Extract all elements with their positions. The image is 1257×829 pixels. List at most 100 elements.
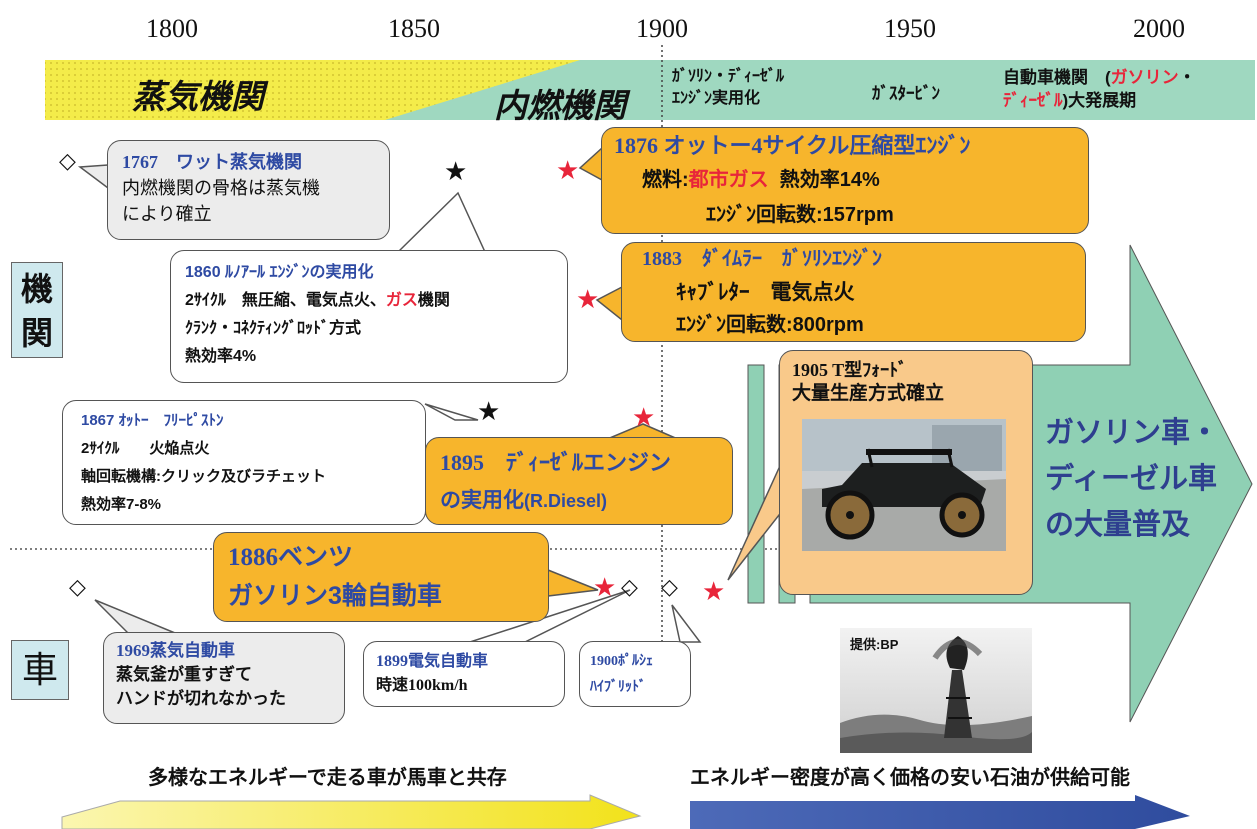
lenoir-callout-tail: [396, 191, 487, 253]
engine-side-label-2: 関: [20, 315, 53, 351]
benz-line2: ガソリン3輪自動車: [228, 582, 442, 610]
watt-callout-tail: [77, 164, 109, 190]
watt-line3: により確立: [122, 204, 212, 224]
ford-callout: 1905 T型ﾌｫｰﾄﾞ 大量生産方式確立: [779, 350, 1033, 595]
right-bottom-arrow: [690, 795, 1190, 829]
mass-adoption-line3: の大量普及: [1045, 509, 1191, 541]
diesel-line1: 1895 ﾃﾞｨｰｾﾞﾙエンジン: [440, 450, 672, 475]
banner-era-practical-l2: ｴﾝｼﾞﾝ実用化: [672, 90, 761, 107]
bottom-left-caption: 多様なエネルギーで走る車が馬車と共存: [148, 767, 507, 789]
banner-ice-label: 内燃機関: [494, 87, 626, 124]
steamcar-line3: ハンドが切れなかった: [116, 689, 286, 708]
year-label-2000: 2000: [1133, 14, 1185, 43]
benz-star-marker: ★: [593, 572, 617, 602]
otto1876-line2a: 燃料:: [642, 169, 689, 191]
banner-era-gasturbine: ｶﾞｽﾀｰﾋﾞﾝ: [872, 84, 940, 103]
otto1867-line2: 2ｻｲｸﾙ 火焔点火: [81, 440, 210, 457]
porsche-diamond-marker: ◇: [661, 574, 678, 599]
banner-era-practical: ｶﾞｿﾘﾝ・ﾃﾞｨｰｾﾞﾙ ｴﾝｼﾞﾝ実用化: [672, 66, 784, 110]
watt-line2: 内燃機関の骨格は蒸気機: [122, 178, 320, 198]
benz-line1: 1886ベンツ: [228, 544, 354, 571]
mass-adoption-text: ガソリン車・ ディーゼル車 の大量普及: [1045, 410, 1219, 548]
ford-model-t-photo: [802, 419, 1006, 551]
steamcar-title: 1969蒸気自動車: [116, 641, 235, 660]
lenoir-line2b: 機関: [417, 292, 450, 309]
daimler-callout-tail: [595, 285, 623, 322]
lenoir-line2-red: ガス: [385, 292, 418, 309]
lenoir-line2a: 2ｻｲｸﾙ 無圧縮、電気点火、: [185, 292, 386, 309]
watt-callout: 1767 ワット蒸気機関 内燃機関の骨格は蒸気機 により確立: [107, 140, 390, 240]
otto1867-line3: 軸回転機構:クリック及びラチェット: [81, 468, 326, 485]
ford-star-marker: ★: [702, 576, 726, 606]
banner-teal-wedge: [385, 60, 1255, 120]
porsche-callout: 1900ﾎﾟﾙｼｪ ﾊｲﾌﾞﾘｯﾄﾞ: [579, 641, 691, 707]
otto1876-line3: ｴﾝｼﾞﾝ回転数:157rpm: [706, 204, 894, 226]
diesel-line2a: の実用化: [440, 489, 524, 512]
otto1867-line4: 熱効率7-8%: [81, 496, 162, 513]
electric-diamond-marker: ◇: [621, 574, 638, 599]
watt-title: 1767 ワット蒸気機関: [122, 152, 302, 172]
engine-side-label-1: 機: [20, 271, 53, 307]
lenoir-title: 1860 ﾙﾉｱｰﾙ ｴﾝｼﾞﾝの実用化: [185, 264, 374, 281]
diesel-callout: 1895 ﾃﾞｨｰｾﾞﾙエンジン の実用化(R.Diesel): [425, 437, 733, 525]
otto1867-callout: 1867 ｵｯﾄｰ ﾌﾘｰﾋﾟｽﾄﾝ 2ｻｲｸﾙ 火焔点火 軸回転機構:クリック…: [62, 400, 426, 525]
ford-line1: 1905 T型ﾌｫｰﾄﾞ: [792, 360, 908, 380]
banner-era-boom-red1: ガソリン: [1110, 68, 1179, 87]
electric-line2: 時速100km/h: [376, 677, 468, 694]
year-label-1800: 1800: [146, 14, 198, 43]
otto1867-title: 1867 ｵｯﾄｰ ﾌﾘｰﾋﾟｽﾄﾝ: [81, 412, 224, 429]
otto1867-star-marker: ★: [477, 396, 501, 426]
mass-adoption-line2: ディーゼル車: [1045, 463, 1217, 495]
daimler-line3: ｴﾝｼﾞﾝ回転数:800rpm: [676, 314, 864, 336]
mass-adoption-line1: ガソリン車・: [1045, 417, 1220, 449]
car-side-label: 車: [11, 640, 69, 700]
bottom-right-caption: エネルギー密度が高く価格の安い石油が供給可能: [690, 767, 1130, 789]
steamcar-diamond-marker: ◇: [69, 574, 86, 599]
porsche-line1: 1900ﾎﾟﾙｼｪ: [590, 654, 653, 669]
banner-steam-label: 蒸気機関: [132, 78, 264, 115]
banner-era-boom-red2: ﾃﾞｨｰｾﾞﾙ: [1003, 91, 1063, 110]
left-bottom-arrow: [61, 794, 642, 829]
mass-adoption-bar-1: [747, 364, 765, 604]
diesel-star-marker: ★: [632, 402, 656, 432]
electric-title: 1899電気自動車: [376, 653, 489, 670]
year-label-1900: 1900: [636, 14, 688, 43]
daimler-star-marker: ★: [576, 284, 600, 314]
steamcar-callout: 1969蒸気自動車 蒸気釜が重すぎて ハンドが切れなかった: [103, 632, 345, 724]
otto1876-line2b: 熱効率14%: [779, 169, 880, 191]
otto1876-star-marker: ★: [556, 155, 580, 185]
otto1876-callout: 1876 オットー4サイクル圧縮型ｴﾝｼﾞﾝ 燃料:都市ガス 熱効率14% ｴﾝ…: [601, 127, 1089, 234]
banner-era-boom-a: 自動車機関 (: [1003, 68, 1111, 87]
porsche-callout-tail: [671, 604, 702, 643]
banner-era-boom: 自動車機関 (ガソリン・ ﾃﾞｨｰｾﾞﾙ)大発展期: [1003, 66, 1253, 112]
otto1876-title: 1876 オットー4サイクル圧縮型ｴﾝｼﾞﾝ: [614, 133, 971, 158]
year-label-1950: 1950: [884, 14, 936, 43]
otto1867-callout-tail: [424, 403, 479, 421]
diesel-line2b: (R.Diesel): [524, 491, 608, 511]
diesel-line2: の実用化(R.Diesel): [440, 482, 718, 520]
lenoir-line2: 2ｻｲｸﾙ 無圧縮、電気点火、ガス機関: [185, 287, 553, 315]
watt-diamond-marker: ◇: [59, 148, 76, 173]
benz-callout: 1886ベンツ ガソリン3輪自動車: [213, 532, 549, 622]
otto1876-line2: 燃料:都市ガス 熱効率14%: [614, 163, 1076, 198]
steamcar-line2: 蒸気釜が重すぎて: [116, 665, 252, 684]
benz-callout-tail: [547, 568, 599, 597]
photo-credit: 提供:BP: [850, 637, 899, 652]
daimler-title: 1883 ﾀﾞｲﾑﾗｰ ｶﾞｿﾘﾝｴﾝｼﾞﾝ: [642, 248, 882, 270]
lenoir-line3: ｸﾗﾝｸ・ｺﾈｸﾃｨﾝｸﾞﾛｯﾄﾞ方式: [185, 320, 362, 337]
banner-era-boom-b: ・: [1178, 68, 1196, 87]
otto1876-line2-red: 都市ガス: [688, 169, 769, 191]
oil-gusher-photo: 提供:BP: [840, 628, 1032, 753]
oil-gusher-image: [840, 628, 1032, 753]
daimler-line2: ｷｬﾌﾞﾚﾀｰ 電気点火: [676, 281, 855, 304]
lenoir-star-marker: ★: [444, 156, 468, 186]
ford-line2: 大量生産方式確立: [792, 383, 945, 404]
lenoir-line4: 熱効率4%: [185, 348, 257, 365]
electric-callout: 1899電気自動車 時速100km/h: [363, 641, 565, 707]
banner-era-practical-l1: ｶﾞｿﾘﾝ・ﾃﾞｨｰｾﾞﾙ: [672, 68, 785, 85]
banner-era-boom-c: )大発展期: [1062, 91, 1137, 110]
lenoir-callout: 1860 ﾙﾉｱｰﾙ ｴﾝｼﾞﾝの実用化 2ｻｲｸﾙ 無圧縮、電気点火、ガス機関…: [170, 250, 568, 383]
engine-side-label: 機 関: [11, 262, 63, 358]
steamcar-callout-tail: [94, 599, 176, 634]
porsche-line2: ﾊｲﾌﾞﾘｯﾄﾞ: [590, 678, 646, 694]
